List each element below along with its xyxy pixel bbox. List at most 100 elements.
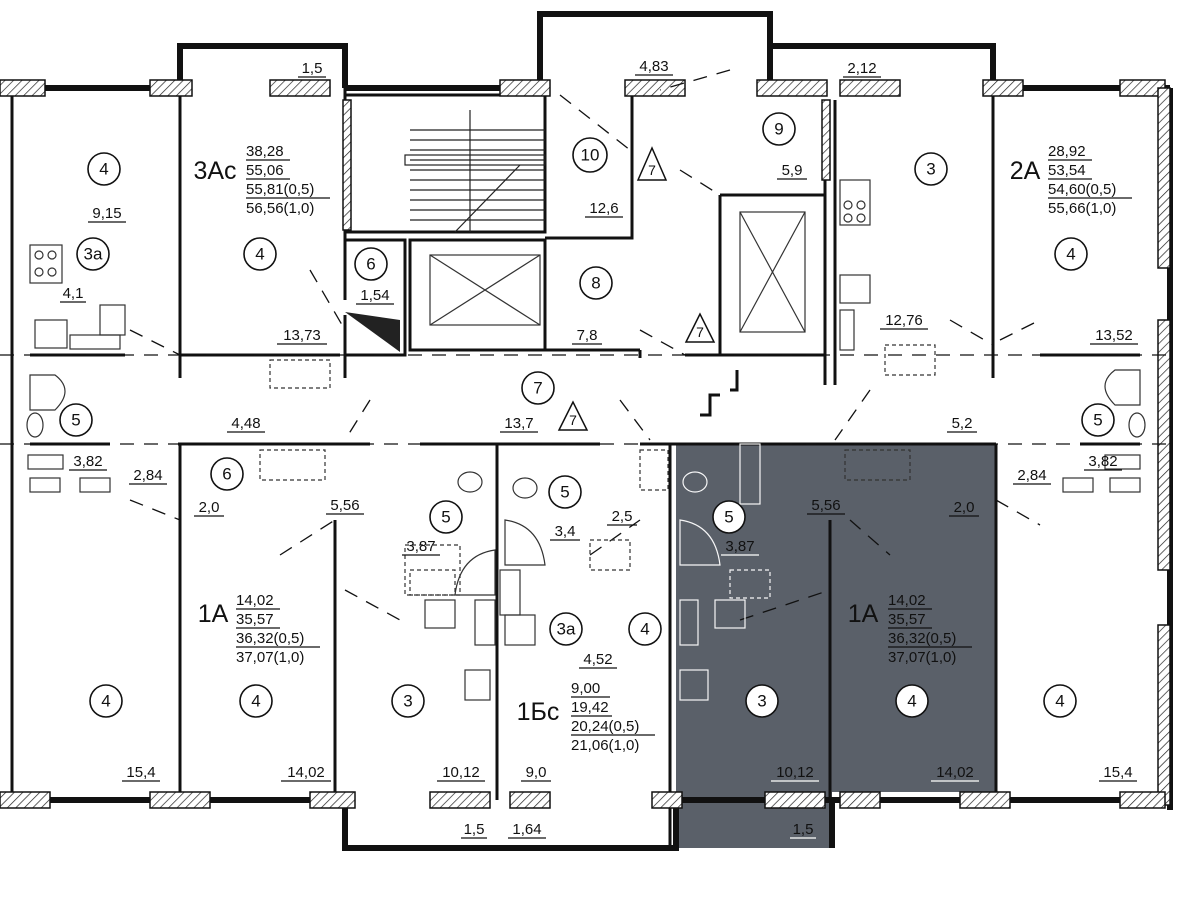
area-label: 9,0 bbox=[521, 764, 551, 782]
svg-text:6: 6 bbox=[222, 465, 231, 484]
svg-text:5: 5 bbox=[560, 483, 569, 502]
svg-text:12,6: 12,6 bbox=[589, 200, 618, 217]
room-marker: 4 bbox=[628, 612, 662, 646]
elevators bbox=[345, 211, 806, 352]
svg-text:4: 4 bbox=[1055, 692, 1064, 711]
apartment-id: 3Ас bbox=[193, 157, 236, 185]
svg-text:3,82: 3,82 bbox=[1088, 453, 1117, 470]
area-label: 3,4 bbox=[550, 523, 580, 541]
room-marker: 3а bbox=[76, 237, 110, 271]
apartment-2A[interactable]: 2А 28,92 53,54 54,60(0,5) 55,66(1,0) bbox=[1010, 143, 1132, 217]
area-label: 5,2 bbox=[947, 415, 977, 433]
svg-text:5: 5 bbox=[71, 411, 80, 430]
svg-text:7: 7 bbox=[696, 324, 704, 340]
apartment-1A-right[interactable]: 1А 14,02 35,57 36,32(0,5) 37,07(1,0) bbox=[848, 592, 972, 666]
room-marker: 4 bbox=[895, 684, 929, 718]
svg-text:14,02: 14,02 bbox=[936, 764, 974, 781]
apartment-id: 1А bbox=[198, 600, 229, 628]
svg-text:3: 3 bbox=[926, 160, 935, 179]
svg-text:35,57: 35,57 bbox=[888, 611, 926, 628]
highlighted-fixtures bbox=[679, 443, 832, 800]
svg-text:36,32(0,5): 36,32(0,5) bbox=[236, 630, 304, 647]
svg-text:5: 5 bbox=[441, 508, 450, 527]
svg-text:5,56: 5,56 bbox=[811, 497, 840, 514]
svg-text:5,2: 5,2 bbox=[952, 415, 973, 432]
apartment-1A-left[interactable]: 1А 14,02 35,57 36,32(0,5) 37,07(1,0) bbox=[198, 592, 320, 666]
area-label: 10,12 bbox=[771, 764, 819, 782]
area-label: 2,5 bbox=[607, 508, 637, 526]
svg-text:4: 4 bbox=[101, 692, 110, 711]
area-label: 2,12 bbox=[843, 60, 881, 78]
svg-text:4,52: 4,52 bbox=[583, 651, 612, 668]
area-label: 12,76 bbox=[880, 312, 928, 330]
svg-text:1,5: 1,5 bbox=[464, 821, 485, 838]
svg-text:13,7: 13,7 bbox=[504, 415, 533, 432]
svg-text:4: 4 bbox=[1066, 245, 1075, 264]
svg-text:37,07(1,0): 37,07(1,0) bbox=[236, 649, 304, 666]
area-label: 2,84 bbox=[1013, 467, 1051, 485]
area-label: 1,64 bbox=[508, 821, 546, 839]
area-label: 9,15 bbox=[88, 205, 126, 223]
svg-text:15,4: 15,4 bbox=[1103, 764, 1132, 781]
staircase bbox=[404, 110, 546, 233]
svg-text:54,60(0,5): 54,60(0,5) bbox=[1048, 181, 1116, 198]
area-label: 2,0 bbox=[194, 499, 224, 517]
svg-text:1,64: 1,64 bbox=[512, 821, 541, 838]
svg-text:3,4: 3,4 bbox=[555, 523, 576, 540]
room-marker: 9 bbox=[762, 112, 796, 146]
room-marker: 3 bbox=[391, 684, 425, 718]
room-marker: 4 bbox=[1043, 684, 1077, 718]
svg-text:3: 3 bbox=[757, 692, 766, 711]
room-marker: 6 bbox=[210, 457, 244, 491]
room-marker: 4 bbox=[1054, 237, 1088, 271]
svg-text:4: 4 bbox=[907, 692, 916, 711]
room-marker: 3 bbox=[914, 152, 948, 186]
svg-text:6: 6 bbox=[366, 255, 375, 274]
room-marker: 10 bbox=[572, 137, 608, 173]
svg-text:1,54: 1,54 bbox=[360, 287, 389, 304]
svg-text:15,4: 15,4 bbox=[126, 764, 155, 781]
svg-text:9: 9 bbox=[774, 120, 783, 139]
area-label: 15,4 bbox=[122, 764, 160, 782]
apartment-1Bc[interactable]: 1Бс 9,00 19,42 20,24(0,5) 21,06(1,0) bbox=[517, 680, 655, 754]
apartment-3Ac[interactable]: 3Ас 38,28 55,06 55,81(0,5) 56,56(1,0) bbox=[193, 143, 330, 217]
stair-marker: 7 bbox=[636, 146, 668, 181]
svg-text:3,87: 3,87 bbox=[406, 538, 435, 555]
svg-text:10,12: 10,12 bbox=[442, 764, 480, 781]
area-label: 1,5 bbox=[790, 821, 816, 839]
svg-text:5,9: 5,9 bbox=[782, 162, 803, 179]
svg-text:3а: 3а bbox=[84, 245, 103, 264]
stair-markers: 7 7 7 bbox=[557, 146, 716, 431]
svg-text:55,06: 55,06 bbox=[246, 162, 284, 179]
room-marker: 4 bbox=[87, 152, 121, 186]
area-label: 1,5 bbox=[298, 60, 326, 78]
room-marker: 5 bbox=[429, 500, 463, 534]
area-label: 4,52 bbox=[579, 651, 617, 669]
svg-text:7: 7 bbox=[533, 379, 542, 398]
fixtures bbox=[26, 179, 1146, 701]
svg-text:2,84: 2,84 bbox=[133, 467, 162, 484]
svg-text:3,82: 3,82 bbox=[73, 453, 102, 470]
svg-text:7,8: 7,8 bbox=[577, 327, 598, 344]
area-label: 4,48 bbox=[227, 415, 265, 433]
area-label: 2,84 bbox=[129, 467, 167, 485]
area-label: 5,56 bbox=[807, 497, 845, 515]
svg-text:13,73: 13,73 bbox=[283, 327, 321, 344]
area-label: 1,54 bbox=[356, 287, 394, 305]
svg-text:3,87: 3,87 bbox=[725, 538, 754, 555]
room-marker: 3 bbox=[745, 684, 779, 718]
room-markers: 4 3а 4 6 10 8 9 3 4 7 5 6 5 5 5 5 3а 4 4… bbox=[59, 112, 1115, 718]
area-label: 13,73 bbox=[277, 327, 327, 345]
area-label: 12,6 bbox=[585, 200, 623, 218]
room-marker: 3а bbox=[549, 612, 583, 646]
svg-text:9,15: 9,15 bbox=[92, 205, 121, 222]
svg-text:4: 4 bbox=[255, 245, 264, 264]
svg-text:55,66(1,0): 55,66(1,0) bbox=[1048, 200, 1116, 217]
apartment-id: 1Бс bbox=[517, 698, 560, 726]
area-label: 3,82 bbox=[1084, 453, 1122, 471]
highlighted-apartment[interactable] bbox=[676, 444, 996, 848]
svg-text:35,57: 35,57 bbox=[236, 611, 274, 628]
svg-text:8: 8 bbox=[591, 274, 600, 293]
svg-text:53,54: 53,54 bbox=[1048, 162, 1086, 179]
